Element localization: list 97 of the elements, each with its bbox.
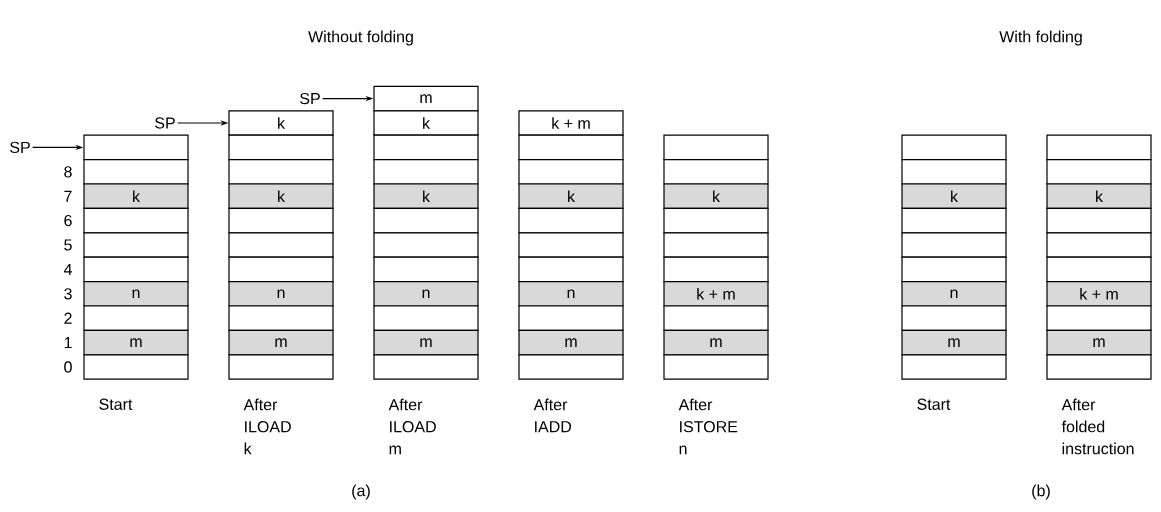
pointer-label: SP [155, 117, 175, 129]
panel-label: (a) [352, 484, 370, 500]
stack-cell [663, 207, 769, 234]
stack-cell: k [663, 183, 769, 209]
stack-cell [83, 207, 189, 234]
panel-label: (b) [1032, 484, 1050, 500]
stack-cell [373, 256, 479, 283]
row-number: 0 [64, 361, 72, 373]
stack-cell: m [663, 329, 769, 356]
stack-cell [901, 232, 1007, 258]
stack-cell: n [373, 281, 479, 307]
heading: With folding [999, 30, 1082, 46]
stack-cell [663, 256, 769, 283]
heading: Without folding [308, 30, 413, 46]
stack-cell: k [518, 183, 624, 209]
pointer-label: SP [10, 141, 30, 154]
stack-cell [901, 305, 1007, 331]
stack-cell [228, 134, 334, 161]
caption: After ISTORE n [678, 398, 738, 455]
caption: After folded instruction [1061, 398, 1134, 455]
stack-cell [228, 256, 334, 283]
stack-cell [901, 354, 1007, 380]
pointer-label: SP [300, 92, 320, 105]
stack-cell [663, 354, 769, 380]
caption: After ILOAD k [243, 398, 291, 455]
stack-cell [901, 256, 1007, 283]
stack-cell [518, 207, 624, 234]
stack-cell [373, 232, 479, 258]
stack-cell: m [901, 329, 1007, 356]
stack-cell: k + m [1046, 281, 1152, 307]
stack-cell [1046, 256, 1152, 283]
stack-cell [1046, 354, 1152, 380]
row-number: 1 [64, 337, 72, 349]
stack-cell [1046, 305, 1152, 331]
stack-cell: n [901, 281, 1007, 307]
stack-cell [518, 305, 624, 331]
stack-cell: k [1046, 183, 1152, 209]
row-number: 2 [64, 312, 72, 324]
stack-cell: k + m [518, 110, 624, 136]
stack-cell [83, 232, 189, 258]
stack-cell [663, 134, 769, 161]
stack-cell [518, 232, 624, 258]
stack-cell: m [518, 329, 624, 356]
stack-cell [663, 232, 769, 258]
stack-cell [83, 256, 189, 283]
caption: After IADD [533, 398, 572, 433]
caption: After ILOAD m [388, 398, 436, 455]
stack-cell [83, 159, 189, 185]
stack-cell: k [83, 183, 189, 209]
stack-cell: n [83, 281, 189, 307]
stack-cell: k [228, 183, 334, 209]
stack-cell: k [373, 110, 479, 136]
row-number: 4 [63, 263, 72, 275]
stack-cell [228, 207, 334, 234]
caption: Start [99, 398, 133, 410]
stack-cell [518, 354, 624, 380]
row-number: 8 [64, 166, 72, 178]
stack-cell: k [228, 110, 334, 136]
stack-cell: k [373, 183, 479, 209]
stack-cell [1046, 159, 1152, 185]
stack-cell: k [901, 183, 1007, 209]
stack-cell [373, 159, 479, 185]
stack-cell [518, 256, 624, 283]
stack-cell [83, 134, 189, 161]
stack-cell [83, 354, 189, 380]
stack-cell [228, 232, 334, 258]
stack-cell [901, 207, 1007, 234]
stack-cell [373, 354, 479, 380]
stack-cell [1046, 134, 1152, 161]
stack-cell [518, 134, 624, 161]
stack-cell [1046, 207, 1152, 234]
stack-cell: k + m [663, 281, 769, 307]
row-number: 6 [64, 214, 72, 227]
stack-cell [518, 159, 624, 185]
stack-cell [663, 305, 769, 331]
caption: Start [917, 398, 951, 410]
stack-cell [373, 305, 479, 331]
stack-cell [373, 134, 479, 161]
stack-cell: m [228, 329, 334, 356]
row-number: 5 [64, 239, 72, 251]
stack-cell [228, 159, 334, 185]
stack-cell: m [373, 85, 479, 112]
stack-cell [373, 207, 479, 234]
stack-cell [901, 159, 1007, 185]
stack-cell: n [228, 281, 334, 307]
stack-cell [228, 305, 334, 331]
stack-cell [228, 354, 334, 380]
stack-cell [83, 305, 189, 331]
row-number: 7 [64, 190, 72, 202]
stack-cell [901, 134, 1007, 161]
stack-cell: m [1046, 329, 1152, 356]
stack-cell: n [518, 281, 624, 307]
stack-cell: m [373, 329, 479, 356]
stack-cell [663, 159, 769, 185]
row-number: 3 [64, 288, 72, 300]
stack-cell [1046, 232, 1152, 258]
stack-cell: m [83, 329, 189, 356]
